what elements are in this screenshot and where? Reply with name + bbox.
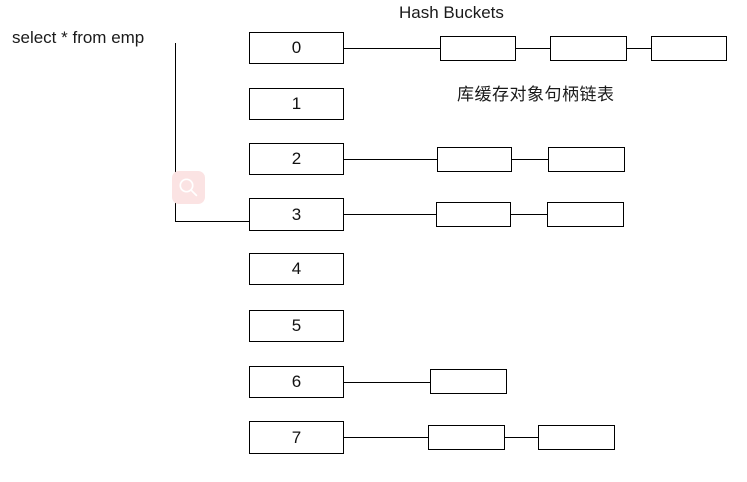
pointer-horizontal-line bbox=[175, 221, 249, 222]
bucket-1[interactable]: 1 bbox=[249, 88, 344, 120]
bucket-3-node-1[interactable] bbox=[436, 202, 511, 227]
bucket-3[interactable]: 3 bbox=[249, 198, 344, 231]
bucket-7-link-1 bbox=[344, 437, 428, 438]
bucket-label: 2 bbox=[291, 149, 302, 168]
bucket-0-node-1[interactable] bbox=[440, 36, 516, 61]
search-icon bbox=[172, 171, 205, 204]
bucket-4[interactable]: 4 bbox=[249, 253, 344, 285]
bucket-2-link-1 bbox=[344, 159, 437, 160]
bucket-5[interactable]: 5 bbox=[249, 310, 344, 342]
bucket-0[interactable]: 0 bbox=[249, 32, 344, 64]
bucket-label: 3 bbox=[291, 204, 302, 224]
bucket-6-node-1[interactable] bbox=[430, 369, 507, 394]
bucket-7[interactable]: 7 bbox=[249, 421, 344, 454]
pointer-vertical-line bbox=[175, 43, 176, 221]
bucket-label: 4 bbox=[291, 259, 302, 278]
bucket-2[interactable]: 2 bbox=[249, 143, 344, 175]
bucket-label: 1 bbox=[291, 94, 302, 113]
bucket-2-node-1[interactable] bbox=[437, 147, 512, 172]
bucket-label: 6 bbox=[291, 372, 302, 391]
bucket-2-link-2 bbox=[512, 159, 548, 160]
bucket-0-link-2 bbox=[516, 48, 550, 49]
bucket-label: 5 bbox=[291, 316, 302, 335]
bucket-3-link-1 bbox=[344, 214, 436, 215]
bucket-7-node-1[interactable] bbox=[428, 425, 505, 450]
bucket-0-link-1 bbox=[344, 48, 440, 49]
bucket-3-link-2 bbox=[511, 214, 547, 215]
bucket-label: 7 bbox=[291, 427, 302, 447]
bucket-0-link-3 bbox=[627, 48, 651, 49]
bucket-7-link-2 bbox=[505, 437, 538, 438]
bucket-2-node-2[interactable] bbox=[548, 147, 625, 172]
bucket-7-node-2[interactable] bbox=[538, 425, 615, 450]
bucket-6-link-1 bbox=[344, 382, 430, 383]
bucket-0-node-2[interactable] bbox=[550, 36, 627, 61]
page-title: Hash Buckets bbox=[399, 3, 504, 22]
query-text: select * from emp bbox=[12, 28, 145, 47]
bucket-0-node-3[interactable] bbox=[651, 36, 727, 61]
bucket-3-node-2[interactable] bbox=[547, 202, 624, 227]
bucket-6[interactable]: 6 bbox=[249, 366, 344, 398]
chain-caption: 库缓存对象句柄链表 bbox=[457, 85, 615, 105]
bucket-label: 0 bbox=[291, 38, 302, 57]
